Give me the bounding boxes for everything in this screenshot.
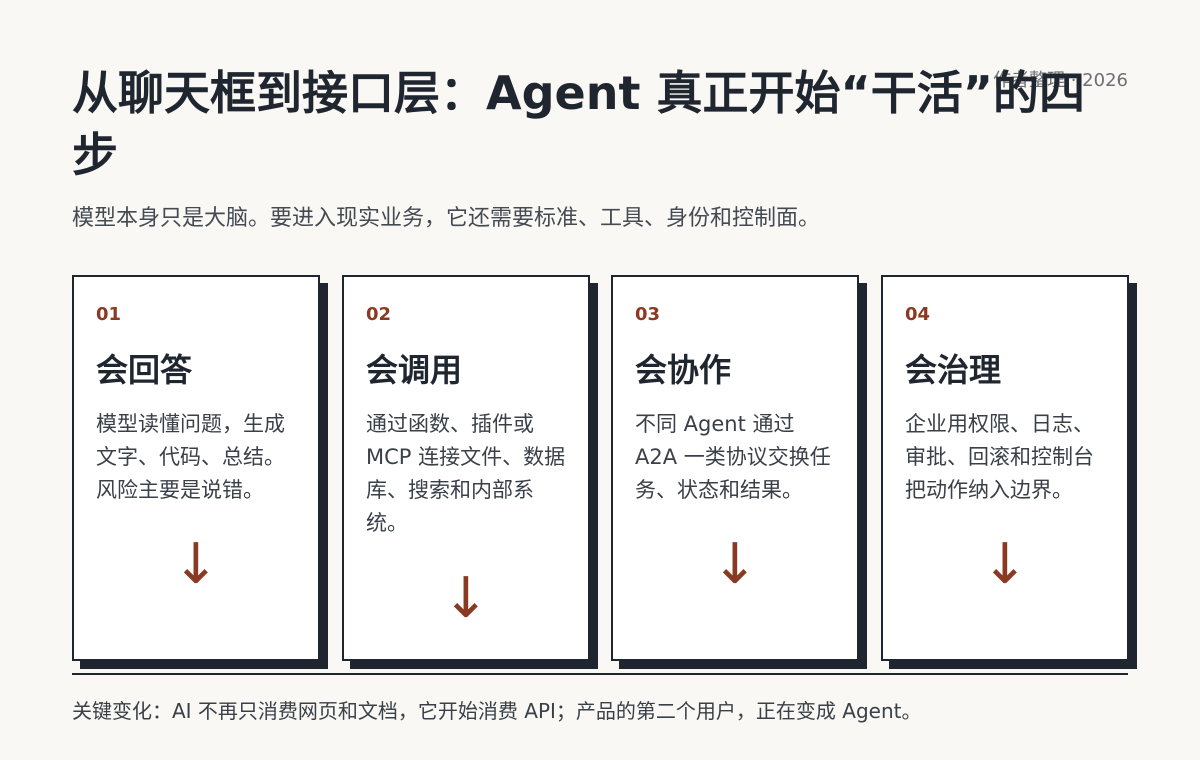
credit-note: 作者整理 · 2026	[993, 70, 1128, 91]
footer-note: 关键变化：AI 不再只消费网页和文档，它开始消费 API；产品的第二个用户，正在…	[72, 699, 922, 723]
page-subtitle: 模型本身只是大脑。要进入现实业务，它还需要标准、工具、身份和控制面。	[72, 206, 821, 231]
step-title: 会调用	[366, 351, 463, 389]
step-description: 模型读懂问题，生成文字、代码、总结。风险主要是说错。	[96, 412, 285, 502]
step-cards: 01 会回答 模型读懂问题，生成文字、代码、总结。风险主要是说错。 ↓ 02 会…	[72, 275, 1129, 661]
step-card-3: 03 会协作 不同 Agent 通过 A2A 一类协议交换任务、状态和结果。 ↓	[611, 275, 859, 661]
arrow-down-icon: ↓	[711, 532, 759, 597]
step-number: 02	[366, 304, 392, 325]
arrow-down-icon: ↓	[981, 532, 1029, 597]
step-card-1: 01 会回答 模型读懂问题，生成文字、代码、总结。风险主要是说错。 ↓	[72, 275, 320, 661]
step-number: 04	[905, 304, 931, 325]
step-description: 企业用权限、日志、审批、回滚和控制台把动作纳入边界。	[905, 412, 1094, 502]
step-title: 会治理	[905, 351, 1002, 389]
step-card-4: 04 会治理 企业用权限、日志、审批、回滚和控制台把动作纳入边界。 ↓	[881, 275, 1129, 661]
footer-divider	[72, 673, 1128, 675]
page-title: 从聊天框到接口层：Agent 真正开始“干活”的四步	[72, 66, 1085, 182]
step-title: 会回答	[96, 351, 193, 389]
step-description: 不同 Agent 通过 A2A 一类协议交换任务、状态和结果。	[635, 412, 831, 502]
step-card-2: 02 会调用 通过函数、插件或 MCP 连接文件、数据库、搜索和内部系统。 ↓	[342, 275, 590, 661]
step-number: 03	[635, 304, 661, 325]
step-number: 01	[96, 304, 122, 325]
arrow-down-icon: ↓	[172, 532, 220, 597]
arrow-down-icon: ↓	[442, 566, 490, 631]
step-description: 通过函数、插件或 MCP 连接文件、数据库、搜索和内部系统。	[366, 412, 566, 535]
step-title: 会协作	[635, 351, 732, 389]
